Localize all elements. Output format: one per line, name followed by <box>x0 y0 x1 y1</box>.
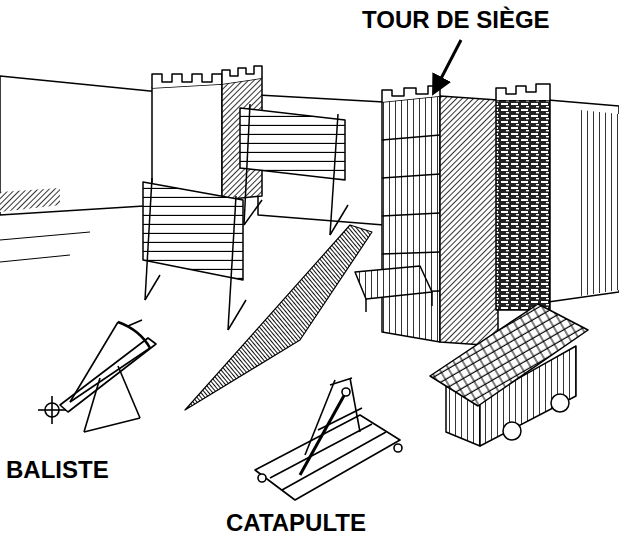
covered-ram-shed-part <box>430 304 588 406</box>
ballista-part <box>128 320 142 326</box>
catapult-part <box>270 424 372 478</box>
siege-tower-part <box>431 292 433 306</box>
castle-wall-part <box>548 100 619 302</box>
ballista-part <box>70 348 150 402</box>
ballista <box>38 320 156 432</box>
catapult-part <box>318 408 362 430</box>
castle-wall-part <box>0 232 90 240</box>
mantlet-part <box>330 114 338 235</box>
leader-arrow-part <box>434 40 461 92</box>
catapult-part <box>258 474 266 482</box>
catapult-part <box>394 444 402 452</box>
ballista-part <box>60 338 156 412</box>
right-tower-part <box>496 100 550 310</box>
right-tower-part <box>496 84 550 100</box>
mantlet-part <box>244 200 262 225</box>
mantlet-part <box>228 300 246 330</box>
part-label: BALISTE <box>6 456 109 484</box>
siege-tower-part <box>382 174 440 178</box>
right-tower <box>496 84 550 310</box>
mantlet-part <box>240 108 345 180</box>
castle-wall-part <box>580 110 619 296</box>
ballista-part <box>84 378 100 432</box>
left-tower-part <box>152 74 222 88</box>
mantlet <box>240 104 348 235</box>
catapult-part <box>300 392 346 475</box>
catapult <box>255 378 402 500</box>
siege-tower-part <box>440 96 498 346</box>
covered-ram-shed-part <box>503 422 521 440</box>
castle-wall-part <box>0 188 60 212</box>
mantlet-part <box>244 104 250 225</box>
part-label: CATAPULTE <box>226 509 366 537</box>
ballista-part <box>118 322 150 348</box>
castle-wall-part <box>0 255 70 262</box>
mantlet-part <box>143 182 243 280</box>
siege-tower-part <box>382 86 440 102</box>
catapult-part <box>342 388 350 396</box>
covered-ram-shed <box>430 304 588 446</box>
siege-ramp-part <box>185 225 372 410</box>
siege-ramp <box>185 225 372 410</box>
ballista-part <box>118 366 140 418</box>
part-label: TOUR DE SIÈGE <box>362 6 550 34</box>
ballista-part <box>51 396 53 424</box>
siege-tower <box>355 86 498 346</box>
mantlet <box>143 178 246 330</box>
mantlet-part <box>145 275 160 300</box>
siege-tower-part <box>355 266 432 299</box>
siege-tower-part <box>382 135 440 140</box>
siege-tower-part <box>382 213 440 216</box>
ballista-part <box>84 418 140 432</box>
catapult-part <box>350 378 360 432</box>
mantlet-part <box>145 178 152 300</box>
siege-tower-part <box>382 96 440 342</box>
leader-arrow <box>434 40 461 92</box>
left-tower-part <box>222 66 262 84</box>
siege-tower-part <box>382 252 440 254</box>
ballista-part <box>70 322 118 402</box>
castle-wall-part <box>0 76 160 215</box>
catapult-part <box>282 432 386 490</box>
siege-tower-part <box>365 299 367 312</box>
mantlet-part <box>228 196 236 330</box>
catapult-part <box>330 378 352 385</box>
covered-ram-shed-part <box>551 394 569 412</box>
